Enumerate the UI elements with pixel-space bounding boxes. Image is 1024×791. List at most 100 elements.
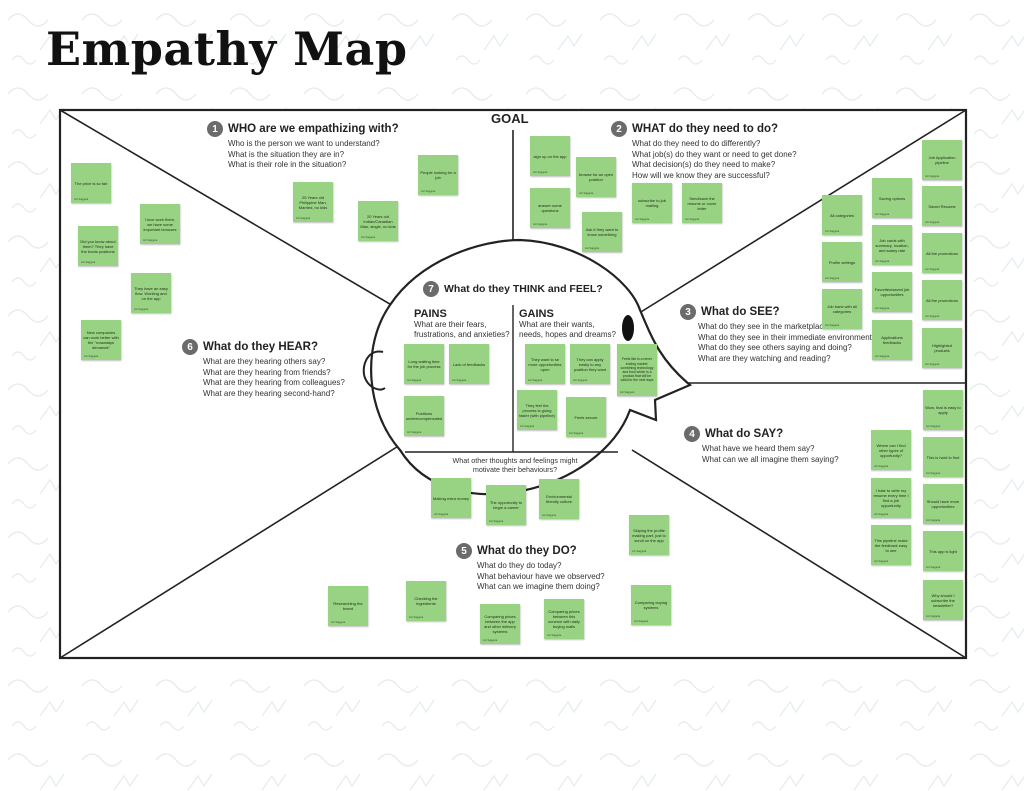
sticky-note-author: Ani Saggeta: [634, 620, 649, 623]
sticky-note-text: This app is light: [929, 548, 957, 554]
sticky-note-text: Send/save the resume or cover letter: [687, 195, 717, 211]
sticky-note-text: Saving options: [878, 195, 906, 201]
sticky-note-author: Ani Saggeta: [143, 239, 158, 242]
sticky-note-text: Making extra money: [433, 495, 470, 501]
sticky-note[interactable]: Why should I subscribe the newsletter?An…: [923, 580, 963, 620]
sticky-note[interactable]: Comparing prices between this conerce wi…: [544, 599, 584, 639]
sticky-note-text: Should have more opportunities: [926, 499, 960, 509]
sticky-note-text: All the promotions: [925, 297, 958, 303]
section-question: What decision(s) do they need to make?: [632, 160, 776, 170]
sticky-note-text: Job Application pipeline: [928, 155, 956, 165]
sticky-note-author: Ani Saggeta: [421, 190, 436, 193]
sticky-note-author: Ani Saggeta: [483, 639, 498, 642]
section-question: What have we heard them say?: [702, 444, 815, 453]
sticky-note-author: Ani Saggeta: [875, 260, 890, 263]
sticky-note-text: New companies can work better with the "…: [83, 330, 119, 350]
sticky-note-author: Ani Saggeta: [569, 432, 584, 435]
sticky-note-text: Comparing prices between this conerce wi…: [548, 609, 580, 629]
sticky-note[interactable]: They feel the process is going faster (w…: [517, 390, 557, 430]
sticky-note-author: Ani Saggeta: [926, 519, 941, 522]
sticky-note-author: Ani Saggeta: [585, 247, 600, 250]
sticky-note-author: Ani Saggeta: [296, 217, 311, 220]
section-number-badge: 5: [456, 543, 472, 559]
section-number-badge: 7: [423, 281, 439, 297]
sticky-note[interactable]: Where can I find other types of opportun…: [871, 430, 911, 470]
section-question: What can we all imagine them saying?: [702, 454, 839, 464]
sticky-note-author: Ani Saggeta: [407, 431, 422, 434]
sticky-note[interactable]: They have an easy flow. Working and on t…: [131, 273, 171, 313]
sticky-note[interactable]: They can apply easily to any position th…: [570, 344, 610, 384]
section-question: What do they see others saying and doing…: [698, 343, 852, 353]
sticky-note-text: They want to se more opportunities open: [528, 356, 562, 372]
sticky-note[interactable]: 20 Years old Indian/Canadian Man, single…: [358, 201, 398, 241]
sticky-note-author: Ani Saggeta: [875, 355, 890, 358]
section-number-badge: 2: [611, 121, 627, 137]
sticky-note-text: 20 Years old Indian/Canadian Man, single…: [360, 213, 396, 229]
sticky-note[interactable]: Feels like is a never ending market: com…: [617, 344, 657, 396]
sticky-note-author: Ani Saggeta: [925, 315, 940, 318]
sticky-note-author: Ani Saggeta: [874, 465, 889, 468]
sticky-note[interactable]: Job cards with summary, location, and sa…: [872, 225, 912, 265]
sticky-note-author: Ani Saggeta: [434, 513, 449, 516]
sticky-note-author: Ani Saggeta: [533, 223, 548, 226]
sticky-note[interactable]: Skiping the profile making part, just to…: [629, 515, 669, 555]
sticky-note-text: The price is so fair: [74, 180, 108, 186]
sticky-note[interactable]: I love work there, we have some importan…: [140, 204, 180, 244]
sticky-note[interactable]: New companies can work better with the "…: [81, 320, 121, 360]
section-title: What do they THINK and FEEL?: [444, 283, 603, 295]
sticky-note[interactable]: I hate to write my resume every time I f…: [871, 478, 911, 518]
sticky-note-text: answer some questions: [538, 203, 562, 213]
sticky-note[interactable]: 25 Years old Philippine Man, Married, no…: [293, 182, 333, 222]
sticky-note[interactable]: Comparing prices between the app and oth…: [480, 604, 520, 644]
sticky-note-text: Highlighted products: [931, 343, 952, 353]
sticky-note-text: This is hard to find: [926, 454, 960, 460]
sticky-note-author: Ani Saggeta: [520, 425, 535, 428]
sticky-note-text: This pipeline make the feedback easy to …: [874, 537, 908, 553]
sticky-note-text: Job cards with summary, location, and sa…: [875, 237, 909, 253]
sticky-note[interactable]: This pipeline make the feedback easy to …: [871, 525, 911, 565]
section-question: What is the situation they are in?: [228, 149, 345, 159]
section-question: What are they hearing others say?: [203, 357, 326, 366]
sticky-note-author: Ani Saggeta: [528, 379, 543, 382]
page-title: Empathy Map: [46, 22, 408, 76]
section-question: What can we imagine them doing?: [477, 582, 600, 592]
sticky-note[interactable]: Did you know about them? They have the b…: [78, 226, 118, 266]
sticky-note-text: Long waiting time for the job process: [407, 359, 441, 369]
sticky-note-text: browse for an open position: [578, 172, 614, 182]
